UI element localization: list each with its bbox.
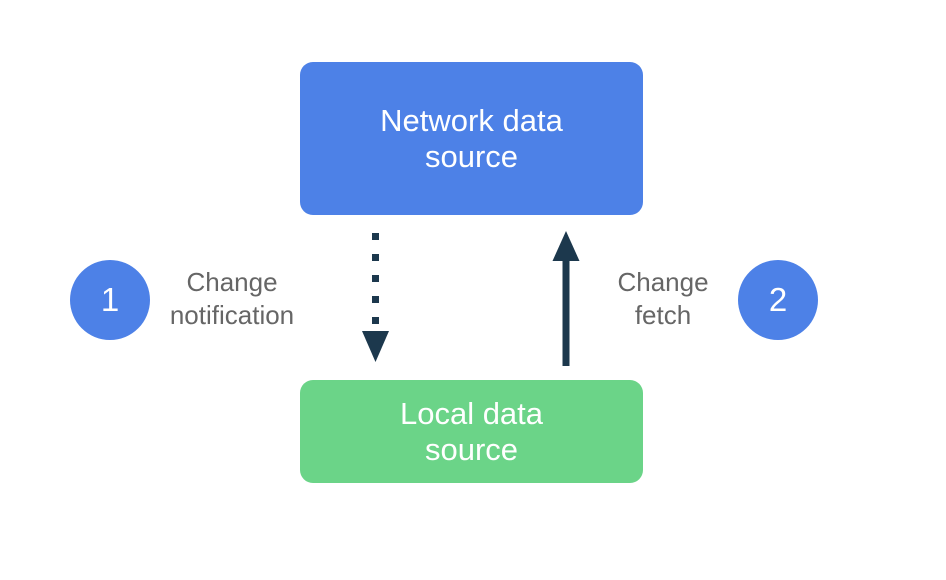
change-fetch-label: Change fetch [617, 267, 709, 330]
network-data-source-box: Network data source [300, 62, 643, 215]
change-notification-dotted-down-arrow-icon [362, 233, 389, 362]
change-notification-label: Change notification [169, 267, 295, 330]
step-1-badge: 1 [70, 260, 150, 340]
local-data-source-box: Local data source [300, 380, 643, 483]
step-2-badge: 2 [738, 260, 818, 340]
local-data-source-label: Local data source [399, 395, 544, 467]
network-data-source-label: Network data source [380, 102, 563, 174]
